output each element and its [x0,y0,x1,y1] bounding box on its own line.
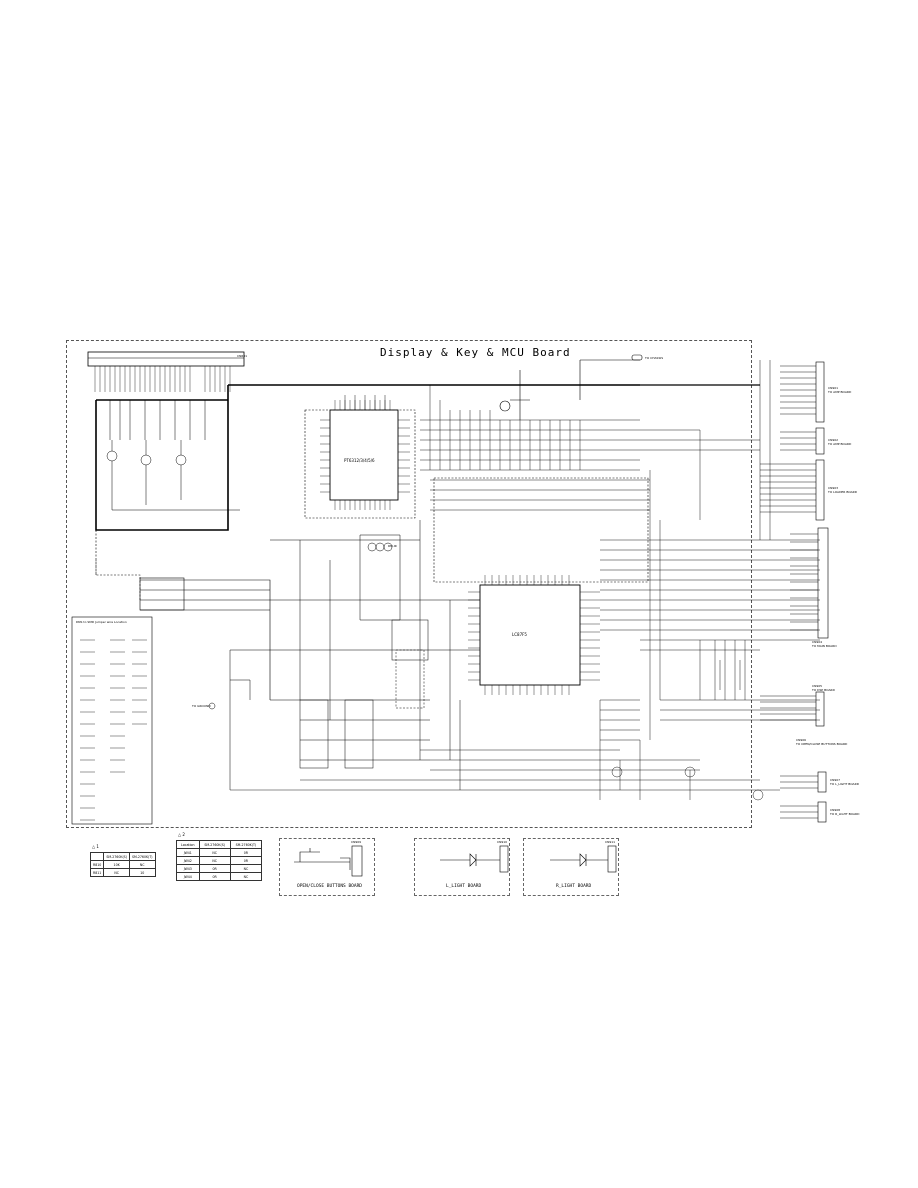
schematic-title: Display & Key & MCU Board [380,346,571,359]
table1-cell: NC [128,860,156,869]
table2-cell: JW41 [176,848,200,857]
table2-cell: NC [198,848,231,857]
table1-caption: △ 1 [92,844,99,849]
table2-cell: 0R [229,856,263,865]
table1-cell: 10 [128,868,156,877]
table1: SM-2760K(S) SM-2760K(T) R810 10K NC R811… [89,852,156,877]
table2-cell: 0R [229,848,263,857]
chassis-label: TO CHASSIS [645,356,664,360]
table2-cell: JW42 [176,856,200,865]
table1-header [89,852,105,861]
vfd-driver-label: PT6312/3/4/5/6 [344,458,375,463]
open-close-board [279,838,375,896]
table2-cell: JW43 [176,864,200,873]
table1-cell: R810 [89,860,105,869]
r-light-connector: CN911 [605,840,616,844]
connector-label-cn601: CN601 [237,354,248,358]
table2-caption: △ 2 [178,832,185,837]
table1-cell: R811 [89,868,105,877]
table2-header: SM-2760K(S) [198,840,231,849]
open-close-board-label: OPEN/CLOSE BUTTONS BOARD [297,884,363,889]
table1-cell: 10K [103,860,130,869]
vfd-driver-ic [329,409,399,501]
table1-header: SM-2760K(T) [128,852,156,861]
l-light-board [414,838,510,896]
table2-cell: NC [229,872,263,881]
table1-header: SM-2760K(S) [103,852,130,861]
table2: Location SM-2760K(S) SM-2760K(T) JW41 NC… [176,840,263,881]
table2-cell: NC [229,864,263,873]
vfd-display [87,351,245,367]
table2-cell: 0R [198,864,231,873]
jumper-panel [71,616,153,825]
r-light-board-label: R_LIGHT BOARD [556,884,592,889]
remote-sensor-label: RM-IR [388,544,397,548]
table2-header: SM-2760K(T) [229,840,263,849]
table2-cell: NC [198,856,231,865]
r-light-board [523,838,619,896]
table2-cell: 0R [198,872,231,881]
mcu-label: LC87F5 [512,632,527,637]
ground-label: TO GROUND [192,704,211,708]
table2-header: Location [176,840,200,849]
l-light-board-label: L_LIGHT BOARD [446,884,482,889]
l-light-connector: CN910 [497,840,508,844]
open-close-connector: CN909 [351,840,362,844]
mcu-ic [479,584,581,686]
table1-cell: NC [103,868,130,877]
jumper-panel-heading: DNS to SMD Jumper wire Location [76,620,127,624]
schematic-frame [66,340,752,828]
table2-cell: JW44 [176,872,200,881]
